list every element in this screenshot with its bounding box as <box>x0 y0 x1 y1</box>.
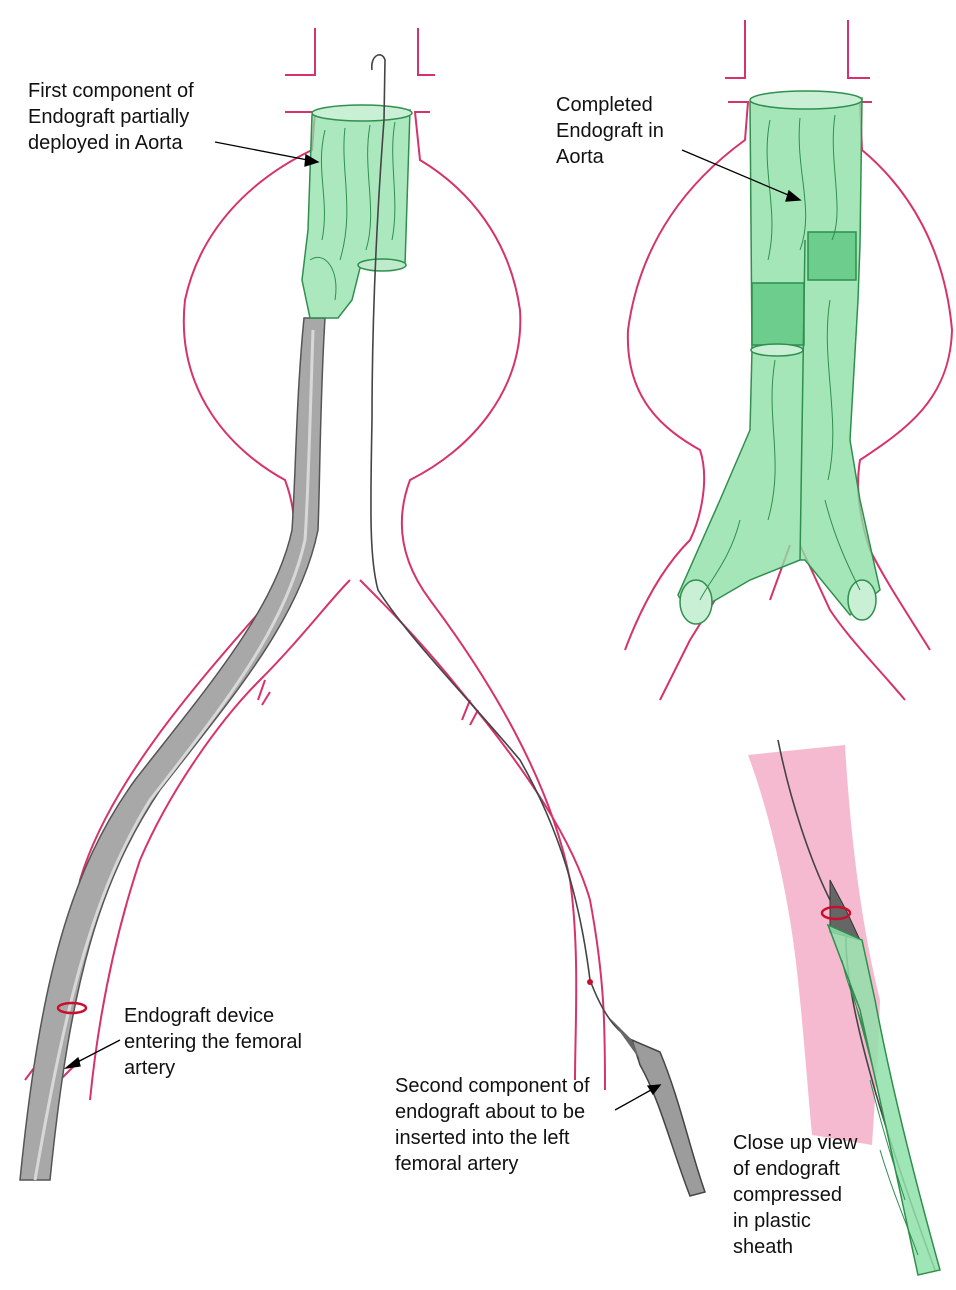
graft-partial <box>302 105 412 318</box>
callout-arrows <box>66 142 800 1110</box>
label-completed-endograft: Completed Endograft in Aorta <box>556 92 664 170</box>
label-second-component: Second component of endograft about to b… <box>395 1073 590 1177</box>
label-first-component: First component of Endograft partially d… <box>28 78 194 156</box>
second-component-sheath <box>632 1040 705 1196</box>
label-close-up: Close up view of endograft compressed in… <box>733 1130 858 1260</box>
label-device-entering: Endograft device entering the femoral ar… <box>124 1003 302 1081</box>
guide-wire <box>371 55 640 1045</box>
wire-marker <box>587 979 593 985</box>
